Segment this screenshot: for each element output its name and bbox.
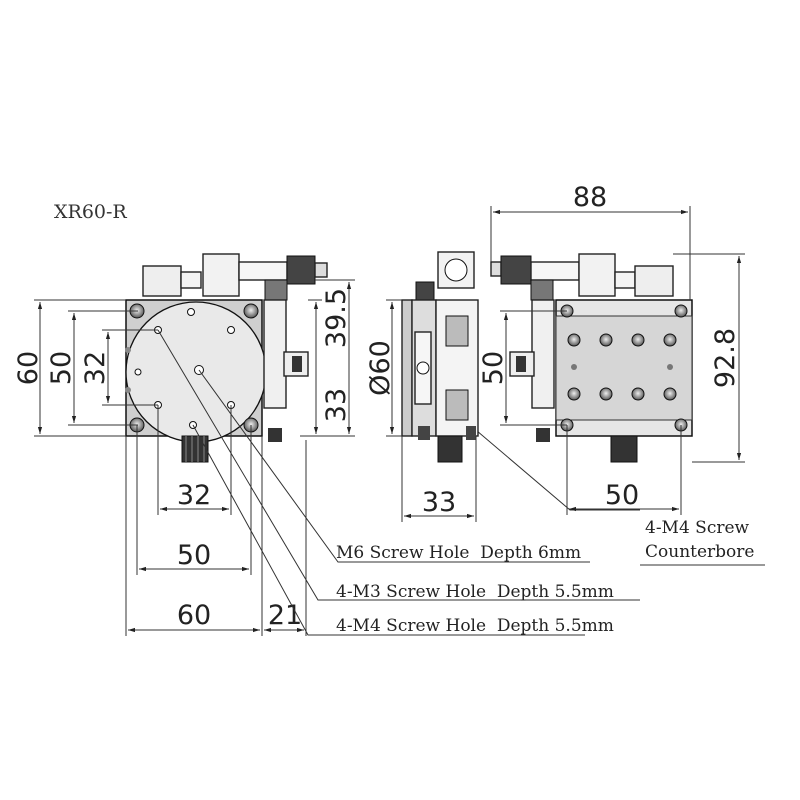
dim-front-bottom-50: 50	[177, 540, 211, 571]
rear-holes	[560, 304, 688, 432]
front-dimension-lines	[34, 279, 355, 636]
front-side-body	[263, 299, 287, 409]
callout-counterbore-1: 4-M4 Screw	[645, 518, 750, 538]
front-view	[125, 253, 328, 463]
dim-front-50: 50	[46, 351, 77, 385]
front-micrometer	[142, 253, 328, 301]
dim-front-39-5: 39.5	[321, 288, 352, 348]
dim-front-bottom-60: 60	[177, 600, 211, 631]
model-title: XR60-R	[54, 201, 127, 223]
side-dimension-lines	[386, 299, 477, 522]
dim-rear-88: 88	[573, 182, 607, 213]
callout-counterbore-2: Counterbore	[645, 542, 754, 562]
dim-rear-92-8: 92.8	[710, 328, 741, 388]
rear-dimension-lines	[490, 206, 745, 515]
dim-front-bottom-32: 32	[177, 480, 211, 511]
dim-side-diameter: Ø60	[365, 340, 396, 396]
dim-front-33: 33	[321, 388, 352, 422]
dim-front-60: 60	[13, 351, 44, 385]
side-view	[401, 251, 479, 463]
callout-m3: 4-M3 Screw Hole Depth 5.5mm	[336, 582, 614, 602]
dim-rear-50-bottom: 50	[605, 480, 639, 511]
dim-front-32: 32	[80, 351, 111, 385]
dim-front-bottom-21: 21	[268, 600, 302, 631]
dim-rear-50-left: 50	[478, 351, 509, 385]
dim-side-33: 33	[422, 487, 456, 518]
callout-m4: 4-M4 Screw Hole Depth 5.5mm	[336, 616, 614, 636]
rear-view	[490, 253, 693, 463]
callout-m6: M6 Screw Hole Depth 6mm	[336, 543, 581, 563]
